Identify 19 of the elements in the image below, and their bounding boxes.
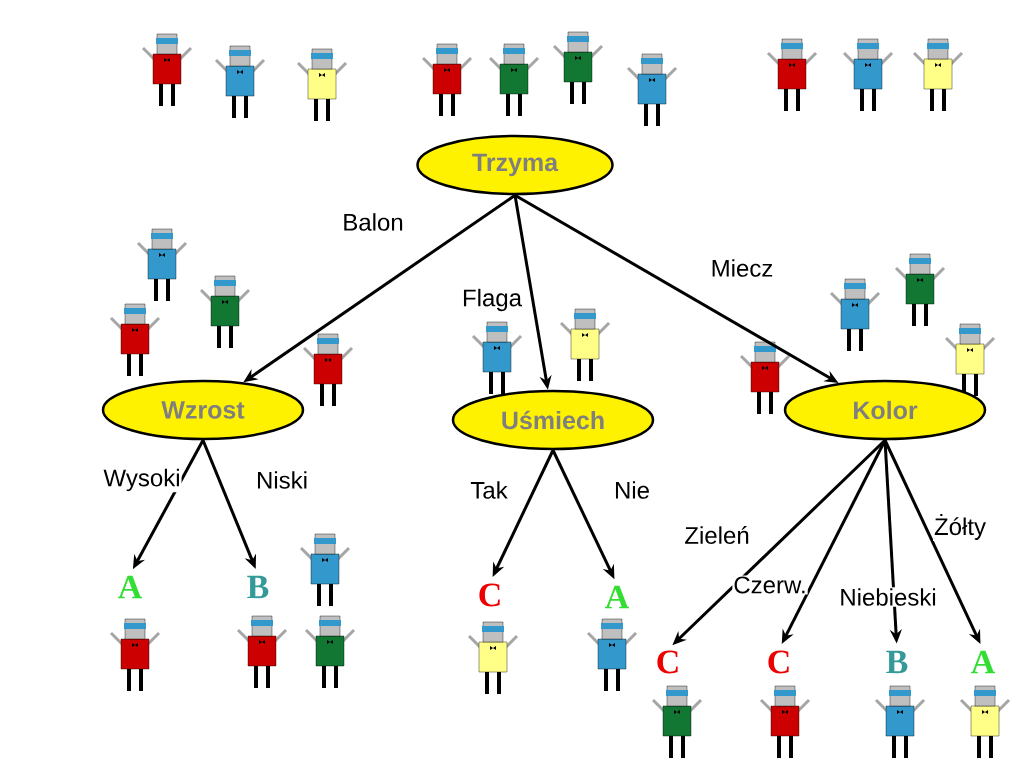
edge-label: Czerw. xyxy=(732,575,808,595)
class-letter: B xyxy=(247,575,269,599)
edge-label: Tak xyxy=(469,480,509,500)
class-letter: B xyxy=(886,650,908,674)
edge-label: Niski xyxy=(255,470,309,490)
class-letter: C xyxy=(657,650,678,674)
edge-label: Balon xyxy=(341,212,405,232)
edge-label: Zieleń xyxy=(683,525,751,545)
edge-label: Miecz xyxy=(709,258,775,278)
edge-label: Nie xyxy=(613,480,651,500)
edge-label: Wysoki xyxy=(102,467,182,493)
edge-label: Flaga xyxy=(461,287,524,313)
class-letter: A xyxy=(118,575,143,599)
edge-label: Niebieski xyxy=(838,587,938,607)
class-letter: C xyxy=(479,583,500,607)
class-letter: A xyxy=(605,585,630,609)
edge-label: Żółty xyxy=(933,513,987,541)
class-letter: C xyxy=(768,650,789,674)
class-letter: A xyxy=(971,650,996,674)
